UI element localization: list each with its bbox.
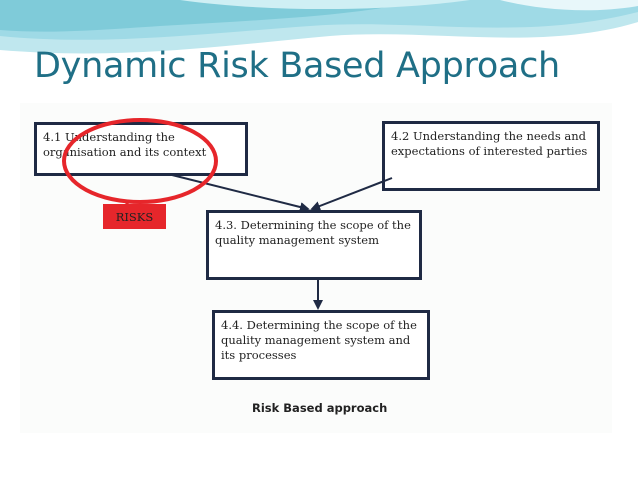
header-wave-decoration xyxy=(0,0,638,54)
box-understanding-organisation: 4.1 Understanding the organisation and i… xyxy=(34,122,248,176)
box-interested-parties: 4.2 Understanding the needs and expectat… xyxy=(382,121,600,191)
diagram-caption: Risk Based approach xyxy=(252,401,388,415)
box-scope-qms: 4.3. Determining the scope of the qualit… xyxy=(206,210,422,280)
box-scope-qms-processes: 4.4. Determining the scope of the qualit… xyxy=(212,310,430,380)
slide-title: Dynamic Risk Based Approach xyxy=(34,46,560,86)
risks-tag: RISKS xyxy=(103,204,166,229)
